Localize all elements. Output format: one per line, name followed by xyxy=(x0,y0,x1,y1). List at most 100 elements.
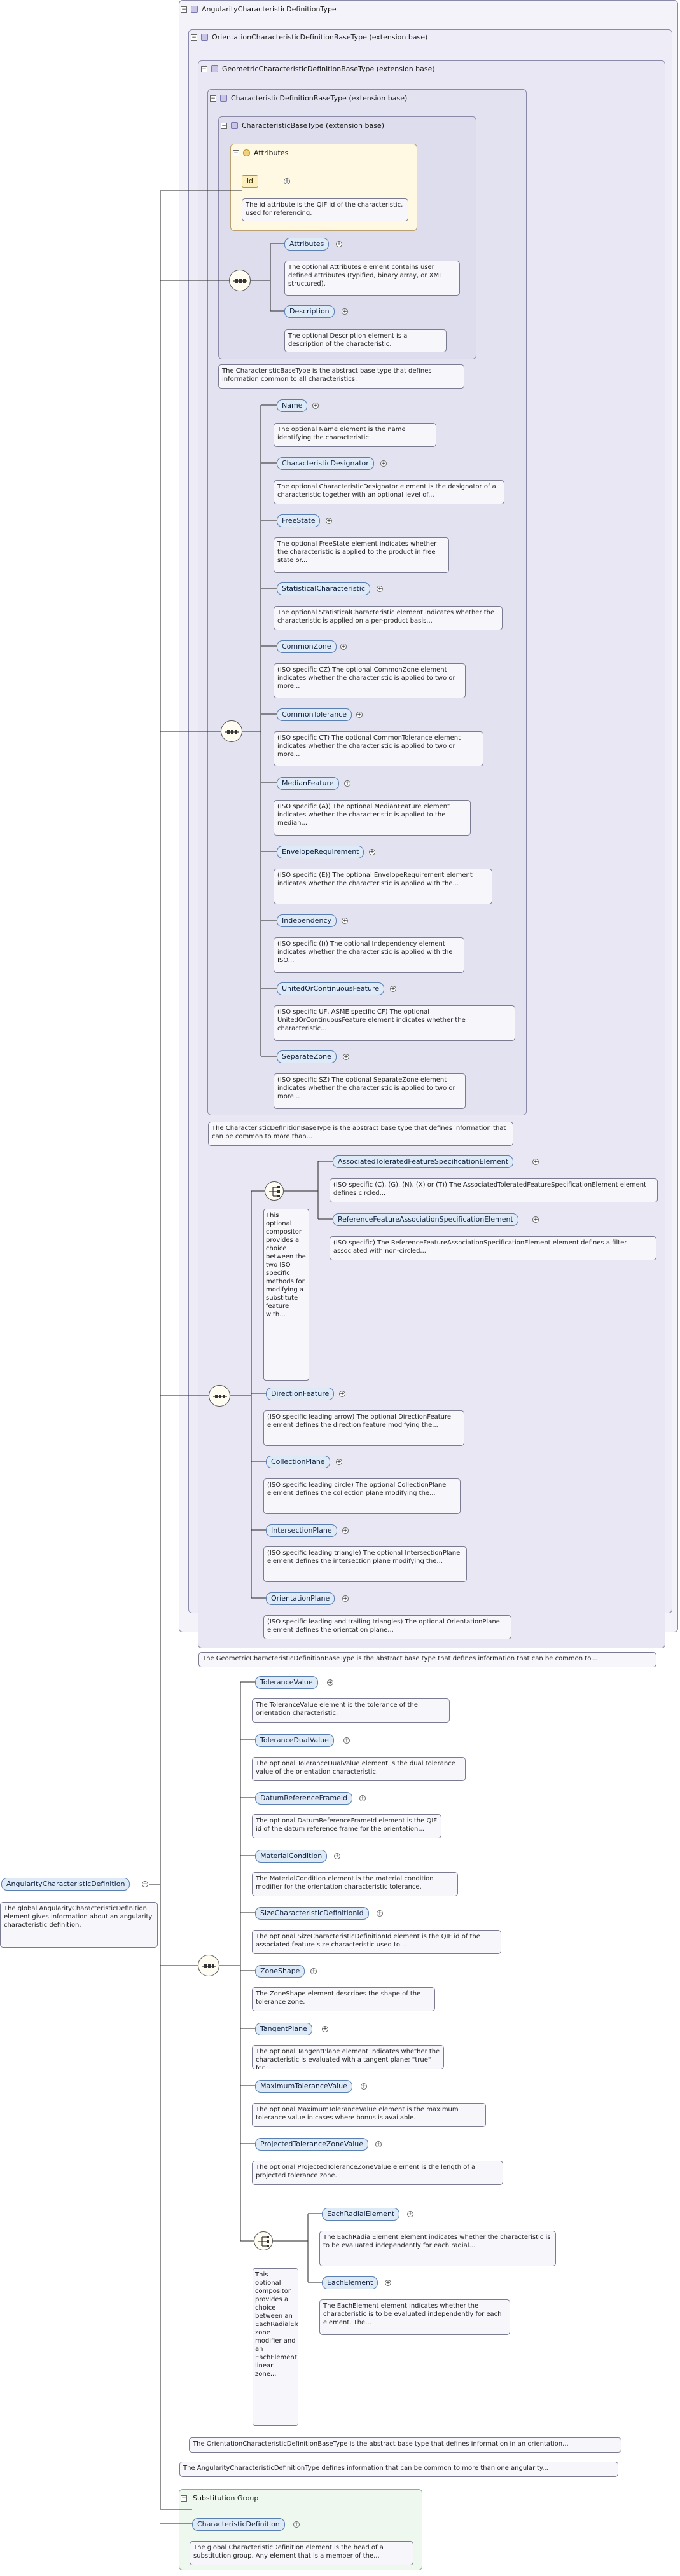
commontolerance-element[interactable]: CommonTolerance xyxy=(277,708,352,721)
maximumtolerancevalue-doc: The optional MaximumToleranceValue eleme… xyxy=(252,2103,486,2127)
type-icon xyxy=(211,65,218,72)
expand-button[interactable]: + xyxy=(344,780,350,787)
expand-button[interactable]: + xyxy=(407,2211,413,2217)
tangentplane-element[interactable]: TangentPlane xyxy=(255,2023,312,2035)
definition-base-doc: The CharacteristicDefinitionBaseType is … xyxy=(208,1122,513,1146)
expand-button[interactable]: + xyxy=(326,518,332,524)
description-element-doc: The optional Description element is a de… xyxy=(284,329,447,352)
id-attribute[interactable]: id xyxy=(242,175,259,188)
datumreferenceframeid-doc: The optional DatumReferenceFrameId eleme… xyxy=(252,1814,441,1838)
expand-button[interactable]: + xyxy=(380,460,387,467)
expand-button[interactable]: + xyxy=(342,918,348,924)
directionfeature-element[interactable]: DirectionFeature xyxy=(266,1388,335,1400)
orientationplane-element[interactable]: OrientationPlane xyxy=(266,1592,335,1605)
enveloperequirement-element[interactable]: EnvelopeRequirement xyxy=(277,846,364,858)
expand-button[interactable]: + xyxy=(532,1159,539,1165)
type-icon xyxy=(191,6,198,13)
expand-button[interactable]: + xyxy=(377,586,383,592)
expand-button[interactable]: + xyxy=(312,403,319,409)
expand-button[interactable]: + xyxy=(339,1391,345,1397)
medianfeature-element[interactable]: MedianFeature xyxy=(277,777,339,790)
collapse-toggle[interactable]: − xyxy=(210,95,216,102)
expand-button[interactable]: + xyxy=(359,1795,366,1801)
expand-button[interactable]: + xyxy=(340,644,347,650)
commonzone-element[interactable]: CommonZone xyxy=(277,640,337,653)
root-type-header: AngularityCharacteristicDefinitionType xyxy=(191,5,337,13)
characteristic-designator-doc: The optional CharacteristicDesignator el… xyxy=(274,480,504,504)
eachradialelement-doc: The EachRadialElement element indicates … xyxy=(319,2231,556,2266)
orientation-choice-doc: This optional compositor provides a choi… xyxy=(253,2268,298,2426)
eachelement-doc: The EachElement element indicates whethe… xyxy=(319,2299,510,2335)
expand-button[interactable]: + xyxy=(336,1459,342,1465)
collapse-toggle[interactable]: − xyxy=(221,123,227,129)
expand-button[interactable]: + xyxy=(336,241,342,247)
attributes-element[interactable]: Attributes xyxy=(284,238,330,251)
united-or-continuous-feature-element[interactable]: UnitedOrContinuousFeature xyxy=(277,982,385,995)
zoneshape-element[interactable]: ZoneShape xyxy=(255,1965,305,1978)
substitution-group-header: Substitution Group xyxy=(193,2494,259,2502)
maximumtolerancevalue-element[interactable]: MaximumToleranceValue xyxy=(255,2080,352,2093)
orientation-sequence-compositor[interactable] xyxy=(198,1955,219,1976)
attribute-icon xyxy=(243,149,250,156)
characteristic-designator-element[interactable]: CharacteristicDesignator xyxy=(277,457,374,470)
expand-button[interactable]: + xyxy=(377,1910,383,1917)
associated-tolerated-feature-element[interactable]: AssociatedToleratedFeatureSpecificationE… xyxy=(333,1155,514,1168)
statistical-characteristic-element[interactable]: StatisticalCharacteristic xyxy=(277,582,370,595)
eachradialelement-element[interactable]: EachRadialElement xyxy=(322,2208,400,2221)
expand-button[interactable]: + xyxy=(390,986,396,992)
reference-feature-association-element[interactable]: ReferenceFeatureAssociationSpecification… xyxy=(333,1213,518,1226)
directionfeature-doc: (ISO specific leading arrow) The optiona… xyxy=(263,1410,464,1446)
zoneshape-doc: The ZoneShape element describes the shap… xyxy=(252,1987,435,2011)
expand-button[interactable]: + xyxy=(327,1679,333,1686)
expand-button[interactable]: + xyxy=(293,2521,300,2528)
geometric-sequence-compositor[interactable] xyxy=(209,1385,230,1407)
expand-button[interactable]: + xyxy=(284,178,290,184)
expand-button[interactable]: + xyxy=(334,1853,340,1859)
expand-button[interactable]: + xyxy=(342,308,348,315)
definition-sequence-compositor[interactable] xyxy=(221,720,242,742)
attributes-header: Attributes xyxy=(243,149,288,157)
independency-element[interactable]: Independency xyxy=(277,914,337,927)
collapse-toggle[interactable]: − xyxy=(181,2495,187,2502)
expand-button[interactable]: + xyxy=(532,1216,539,1223)
collapse-toggle[interactable]: − xyxy=(181,6,187,13)
sizecharacteristicdefinitionid-element[interactable]: SizeCharacteristicDefinitionId xyxy=(255,1907,369,1920)
collapse-toggle[interactable]: − xyxy=(201,66,207,72)
geometric-choice-compositor[interactable] xyxy=(265,1181,284,1201)
expand-button[interactable]: + xyxy=(361,2083,367,2090)
intersectionplane-element[interactable]: IntersectionPlane xyxy=(266,1524,337,1537)
expand-button[interactable]: + xyxy=(342,1595,349,1602)
expand-button[interactable]: + xyxy=(342,1527,349,1534)
collectionplane-element[interactable]: CollectionPlane xyxy=(266,1456,330,1468)
expand-button[interactable]: + xyxy=(310,1968,317,1974)
expand-button[interactable]: + xyxy=(385,2280,391,2286)
name-element[interactable]: Name xyxy=(277,399,308,412)
orientation-choice-compositor[interactable] xyxy=(254,2231,273,2250)
expand-button[interactable]: + xyxy=(369,849,375,855)
description-element[interactable]: Description xyxy=(284,305,335,318)
eachelement-element[interactable]: EachElement xyxy=(322,2276,378,2289)
angularity-characteristic-definition-element[interactable]: AngularityCharacteristicDefinition xyxy=(1,1878,130,1891)
collapse-button[interactable]: − xyxy=(142,1881,148,1887)
freestate-element[interactable]: FreeState xyxy=(277,514,321,527)
projectedtolerancezonevalue-element[interactable]: ProjectedToleranceZoneValue xyxy=(255,2138,369,2151)
characteristic-definition-element[interactable]: CharacteristicDefinition xyxy=(192,2518,285,2531)
expand-button[interactable]: + xyxy=(322,2026,328,2032)
expand-button[interactable]: + xyxy=(343,1054,349,1060)
datumreferenceframeid-element[interactable]: DatumReferenceFrameId xyxy=(255,1792,353,1805)
tangentplane-doc: The optional TangentPlane element indica… xyxy=(252,2045,444,2069)
expand-button[interactable]: + xyxy=(356,712,363,718)
id-attribute-doc: The id attribute is the QIF id of the ch… xyxy=(242,198,408,221)
associated-tolerated-feature-doc: (ISO specific (C), (G), (N), (X) or (T))… xyxy=(330,1178,658,1202)
materialcondition-element[interactable]: MaterialCondition xyxy=(255,1850,328,1863)
expand-button[interactable]: + xyxy=(375,2141,382,2147)
separatezone-element[interactable]: SeparateZone xyxy=(277,1050,337,1063)
tolerancevalue-element[interactable]: ToleranceValue xyxy=(255,1676,318,1689)
expand-button[interactable]: + xyxy=(343,1737,350,1744)
statistical-characteristic-doc: The optional StatisticalCharacteristic e… xyxy=(274,606,503,630)
collapse-toggle[interactable]: − xyxy=(191,34,197,41)
tolerancedualvalue-element[interactable]: ToleranceDualValue xyxy=(255,1734,334,1747)
collapse-toggle[interactable]: − xyxy=(233,150,239,156)
attribute-sequence-compositor[interactable] xyxy=(229,270,251,291)
tolerancevalue-doc: The ToleranceValue element is the tolera… xyxy=(252,1698,450,1723)
